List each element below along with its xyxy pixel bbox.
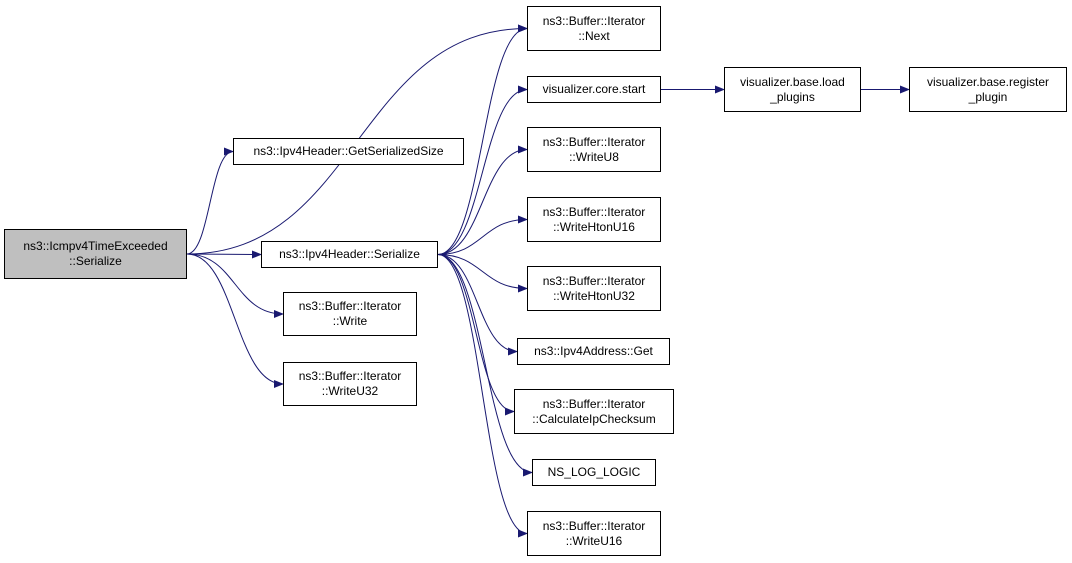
node-label-line2: ::WriteU32 — [321, 384, 379, 398]
node-label-line1: ns3::Buffer::Iterator — [542, 134, 646, 149]
node-label: NS_LOG_LOGIC — [547, 465, 641, 479]
node-label: visualizer.core.start — [542, 82, 646, 96]
node-viz-base-register-plugin[interactable]: visualizer.base.register _plugin — [909, 67, 1067, 112]
node-label-line2: _plugin — [968, 89, 1008, 104]
node-iter-write-u8[interactable]: ns3::Buffer::Iterator ::WriteU8 — [527, 127, 661, 172]
node-label-line2: ::Next — [578, 28, 610, 43]
node-label: ns3::Ipv4Header::GetSerializedSize — [253, 144, 444, 158]
edge-root-to-iter_write — [186, 253, 284, 318]
edge-ipv4_serialize-to-viz_core_start — [437, 85, 528, 255]
node-iter-calc-checksum[interactable]: ns3::Buffer::Iterator ::CalculateIpCheck… — [514, 389, 674, 434]
edge-root-to-ipv4_serialize — [186, 250, 262, 259]
node-viz-core-start[interactable]: visualizer.core.start — [527, 76, 661, 103]
edge-ipv4_serialize-to-iter_write_u8 — [437, 145, 528, 255]
edge-ipv4_serialize-to-iter_write_u16 — [437, 254, 528, 538]
node-ns-log-logic[interactable]: NS_LOG_LOGIC — [532, 459, 656, 486]
node-ipv4address-get[interactable]: ns3::Ipv4Address::Get — [517, 338, 670, 365]
node-label-line2: _plugins — [770, 89, 815, 104]
node-label: ns3::Ipv4Address::Get — [534, 344, 653, 358]
node-label-line2: ::WriteU8 — [569, 149, 619, 164]
node-viz-base-load-plugins[interactable]: visualizer.base.load _plugins — [724, 67, 861, 112]
node-label-line1: ns3::Buffer::Iterator — [542, 518, 646, 533]
node-label-line2: ::Serialize — [69, 254, 122, 268]
node-iter-write-hton-u32[interactable]: ns3::Buffer::Iterator ::WriteHtonU32 — [527, 266, 661, 311]
node-label-line1: visualizer.base.load — [740, 74, 845, 89]
node-label-line1: ns3::Buffer::Iterator — [298, 369, 402, 383]
node-iter-next[interactable]: ns3::Buffer::Iterator ::Next — [527, 6, 661, 51]
node-label-line1: ns3::Icmpv4TimeExceeded — [23, 239, 168, 253]
edge-ipv4_serialize-to-iter_calc_checksum — [437, 254, 515, 416]
edge-ipv4_serialize-to-ns_log_logic — [437, 254, 533, 477]
node-label-line1: ns3::Buffer::Iterator — [298, 299, 402, 313]
node-get-serialized-size[interactable]: ns3::Ipv4Header::GetSerializedSize — [233, 138, 464, 165]
node-label-line1: ns3::Buffer::Iterator — [542, 204, 646, 219]
node-label-line2: ::Write — [332, 314, 368, 328]
edge-ipv4_serialize-to-iter_write_hton_u32 — [437, 254, 528, 293]
node-iter-write-u32[interactable]: ns3::Buffer::Iterator ::WriteU32 — [283, 362, 417, 406]
edge-ipv4_serialize-to-ipv4address_get — [437, 254, 518, 356]
node-root: ns3::Icmpv4TimeExceeded ::Serialize — [4, 229, 187, 279]
node-label-line2: ::WriteHtonU16 — [553, 219, 635, 234]
node-ipv4-serialize[interactable]: ns3::Ipv4Header::Serialize — [261, 241, 438, 268]
node-label-line2: ::WriteHtonU32 — [553, 288, 635, 303]
node-label-line2: ::WriteU16 — [565, 533, 623, 548]
node-iter-write-hton-u16[interactable]: ns3::Buffer::Iterator ::WriteHtonU16 — [527, 197, 661, 242]
node-label-line1: visualizer.base.register — [926, 74, 1050, 89]
node-label-line2: ::CalculateIpChecksum — [532, 411, 656, 426]
node-label: ns3::Ipv4Header::Serialize — [279, 247, 420, 261]
edge-root-to-get_serialized_size — [186, 147, 234, 255]
node-label-line1: ns3::Buffer::Iterator — [542, 273, 646, 288]
edge-ipv4_serialize-to-iter_next — [437, 24, 528, 255]
node-iter-write-u16[interactable]: ns3::Buffer::Iterator ::WriteU16 — [527, 511, 661, 556]
node-label-line1: ns3::Buffer::Iterator — [542, 396, 646, 411]
node-iter-write[interactable]: ns3::Buffer::Iterator ::Write — [283, 292, 417, 336]
edge-root-to-iter_write_u32 — [186, 253, 284, 388]
edge-ipv4_serialize-to-iter_write_hton_u16 — [437, 215, 528, 255]
node-label-line1: ns3::Buffer::Iterator — [542, 13, 646, 28]
